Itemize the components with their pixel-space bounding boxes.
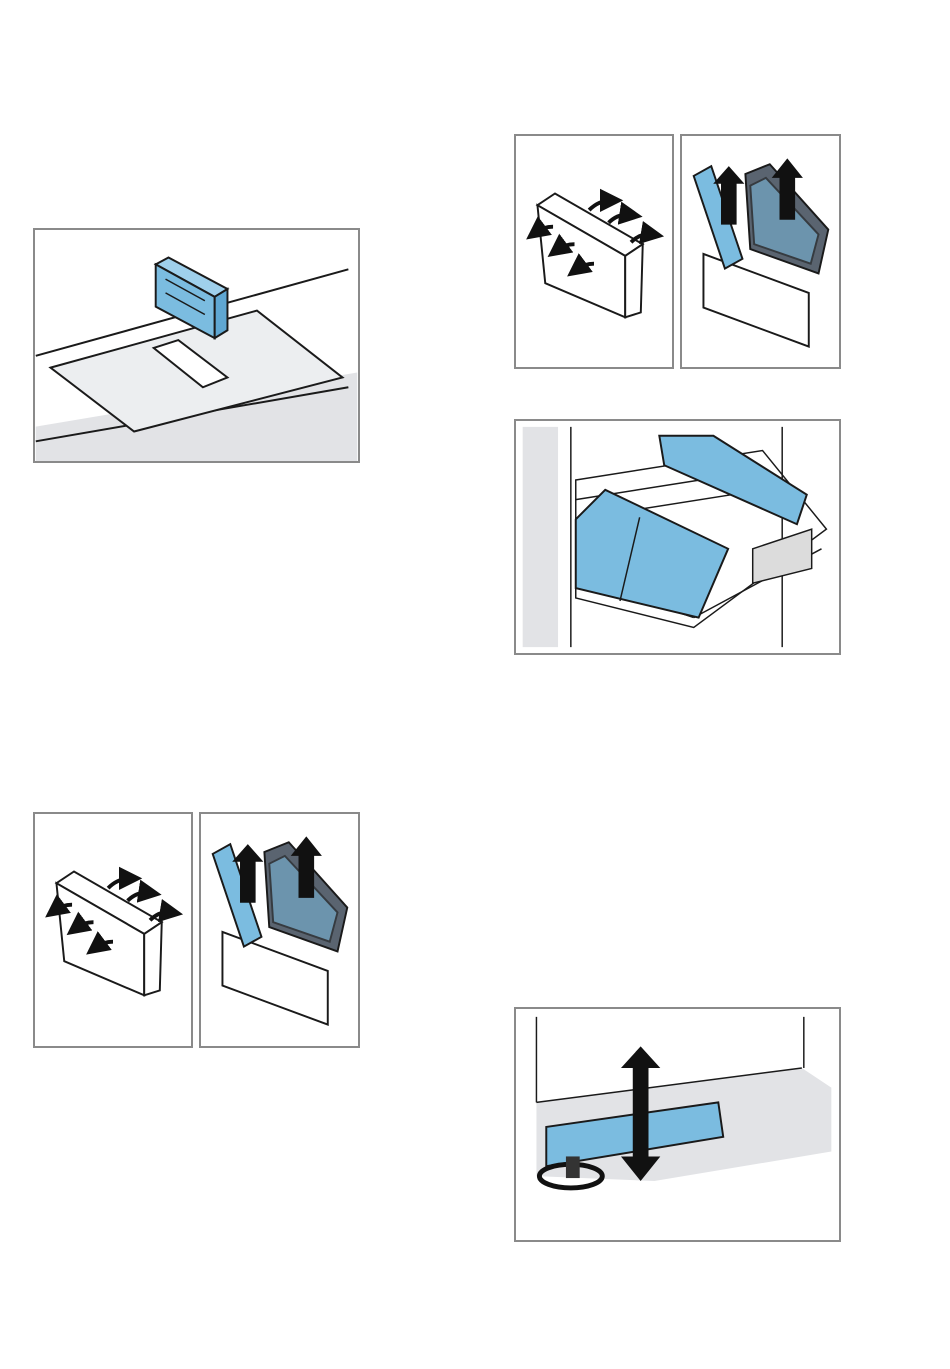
fig-remove-filters-bottom-left [199, 812, 360, 1048]
fig-remove-filters-top-right [680, 134, 841, 369]
fig-insert-filter-into-top [33, 228, 360, 463]
filter-panel-icon [576, 436, 812, 618]
fig-open-cassette-bottom-left [33, 812, 193, 1048]
fig-filters-in-dishwasher [514, 419, 841, 655]
fig-adjust-height [514, 1007, 841, 1242]
fig-open-cassette-top-right [514, 134, 674, 369]
filter-cassette-icon [156, 258, 228, 339]
